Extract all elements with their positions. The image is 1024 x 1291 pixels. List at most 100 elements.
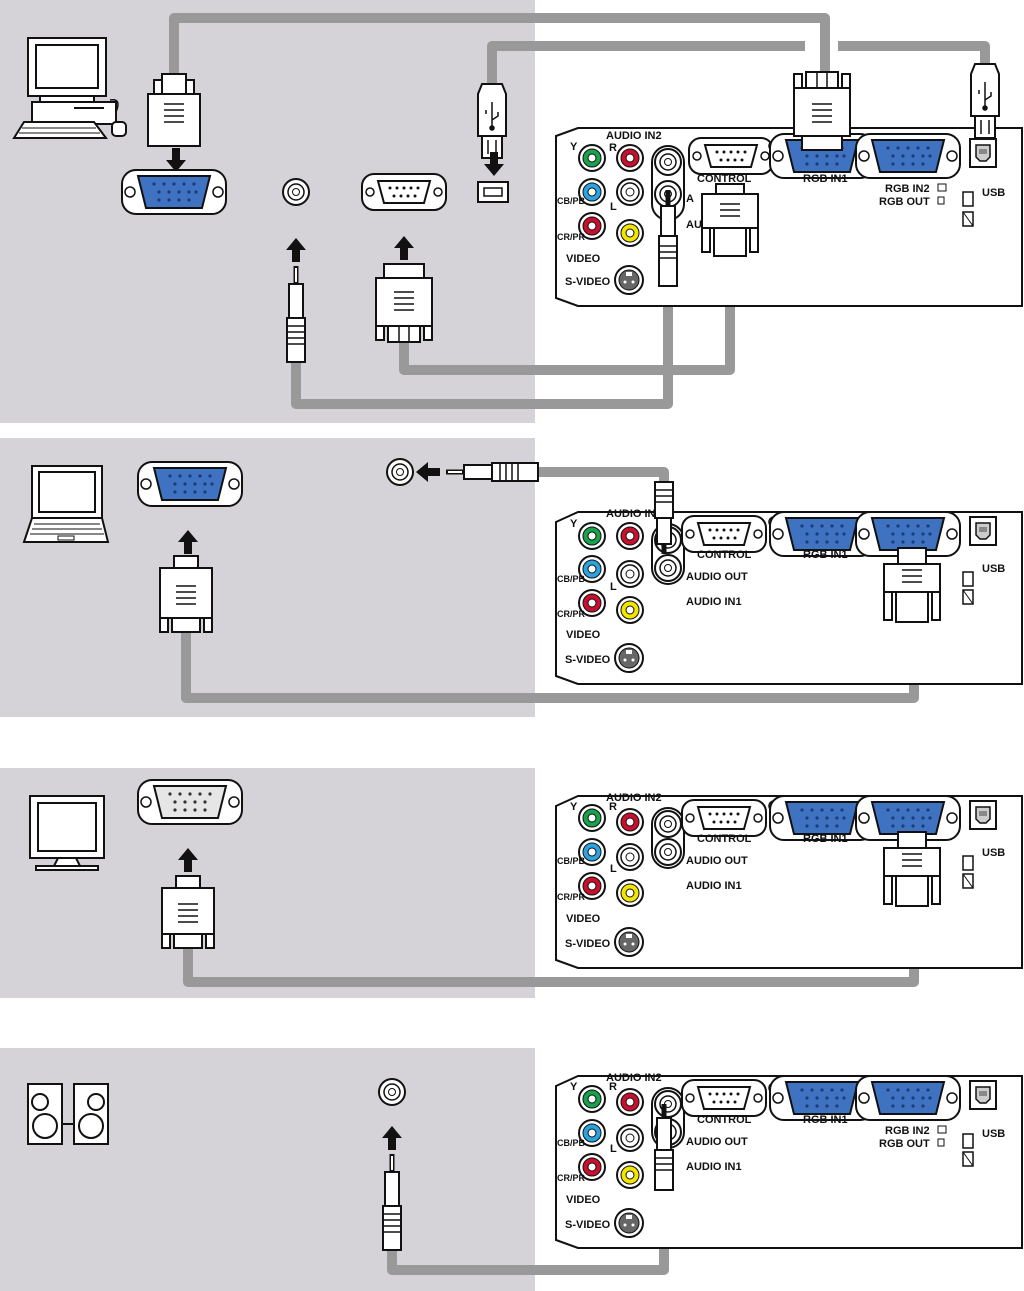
label-rgb-in1: RGB IN1 — [803, 833, 848, 845]
label-audio-in2: AUDIO IN2 — [606, 130, 662, 142]
rgb-in1-plug-icon — [794, 72, 850, 150]
section-laptop: AUDIO IN2 Y CB/PB L CR/PR VIDEO S-VIDEO … — [22, 458, 1023, 703]
label-l: L — [610, 863, 617, 875]
label-cr-pr: CR/PR — [557, 1173, 586, 1183]
label-y: Y — [570, 1081, 578, 1093]
label-audio-in2: AUDIO IN2 — [606, 1072, 662, 1084]
label-video: VIDEO — [566, 629, 601, 641]
label-rgb-in2: RGB IN2 — [885, 1125, 930, 1137]
laptop-audio-port — [386, 458, 414, 486]
rgb-in2-port — [856, 1076, 960, 1120]
label-s-video: S-VIDEO — [565, 1219, 611, 1231]
rgb-in2-port — [856, 134, 960, 178]
label-audio-in1: AUDIO IN1 — [686, 1161, 742, 1173]
label-video: VIDEO — [566, 913, 601, 925]
label-audio-out: AUDIO OUT — [686, 855, 748, 867]
label-l: L — [610, 201, 617, 213]
audio-out-cable — [530, 467, 669, 490]
label-audio-in1: AUDIO IN1 — [686, 880, 742, 892]
jack-audio-r-red — [616, 808, 644, 836]
label-s-video: S-VIDEO — [565, 276, 611, 288]
label-y: Y — [570, 518, 578, 530]
label-usb: USB — [982, 187, 1005, 199]
audio-out-plug-icon — [654, 1104, 674, 1191]
jack-y-green — [578, 804, 606, 832]
label-usb: USB — [982, 847, 1005, 859]
label-r: R — [609, 142, 617, 154]
jack-audio-out — [654, 1090, 682, 1118]
jack-audio-r-red — [616, 1088, 644, 1116]
label-rgb-in2: RGB IN2 — [885, 183, 930, 195]
usb-cable — [487, 41, 805, 88]
label-control: CONTROL — [697, 1114, 752, 1126]
label-audio-in2: AUDIO IN2 — [606, 792, 662, 804]
device-panels — [0, 0, 535, 1291]
jack-audio-out — [654, 810, 682, 838]
monitor-icon — [29, 795, 105, 871]
control-port — [681, 1079, 767, 1117]
computer-vga-plug — [147, 73, 201, 147]
label-r: R — [609, 1081, 617, 1093]
label-audio-truncated-a: A — [686, 193, 694, 205]
jack-audio-in1 — [654, 838, 682, 866]
jack-audio-in1 — [654, 554, 682, 582]
label-rgb-out: RGB OUT — [879, 1138, 930, 1150]
label-s-video: S-VIDEO — [565, 654, 611, 666]
speakers-icon — [27, 1083, 109, 1145]
label-y: Y — [570, 801, 578, 813]
section-computer: AUDIO IN2 Y R CB/PB L CR/PR VIDEO S-VIDE… — [12, 13, 1023, 409]
label-video: VIDEO — [566, 1194, 601, 1206]
label-rgb-in1: RGB IN1 — [803, 173, 848, 185]
jack-s-video — [614, 1208, 644, 1238]
label-cb-pb: CB/PB — [557, 574, 586, 584]
usb-plug-projector-icon — [970, 63, 1000, 139]
jack-audio-out — [654, 148, 682, 176]
label-audio-out: AUDIO OUT — [686, 571, 748, 583]
label-rgb-in1: RGB IN1 — [803, 549, 848, 561]
computer-control-port — [361, 173, 447, 211]
label-usb: USB — [982, 563, 1005, 575]
label-cr-pr: CR/PR — [557, 232, 586, 242]
computer-audio-port — [282, 178, 310, 206]
jack-s-video — [614, 265, 644, 295]
label-control: CONTROL — [697, 549, 752, 561]
jack-audio-l-white — [616, 1124, 644, 1152]
usb-b-port — [969, 1080, 997, 1110]
projector-panel-4: AUDIO IN2 Y R CB/PB L CR/PR VIDEO S-VIDE… — [555, 1072, 1023, 1249]
label-control: CONTROL — [697, 173, 752, 185]
jack-s-video — [614, 927, 644, 957]
label-usb: USB — [982, 1128, 1005, 1140]
jack-audio-l-white — [616, 843, 644, 871]
mini-plug-horizontal-icon — [446, 462, 539, 482]
jack-video-yellow — [616, 879, 644, 907]
usb-cable-right — [838, 41, 990, 68]
label-audio-in1: AUDIO IN1 — [686, 596, 742, 608]
label-cb-pb: CB/PB — [557, 856, 586, 866]
label-s-video: S-VIDEO — [565, 938, 611, 950]
computer-usb-port — [477, 181, 509, 203]
label-cr-pr: CR/PR — [557, 609, 586, 619]
label-l: L — [610, 1143, 617, 1155]
usb-plug-icon — [477, 83, 507, 159]
projector-panel-1: AUDIO IN2 Y R CB/PB L CR/PR VIDEO S-VIDE… — [555, 127, 1023, 307]
label-rgb-out: RGB OUT — [879, 196, 930, 208]
rgb-in2-plug-icon — [883, 547, 941, 623]
label-audio-out: AUDIO OUT — [686, 1136, 748, 1148]
jack-audio-r-red — [616, 144, 644, 172]
label-cb-pb: CB/PB — [557, 1138, 586, 1148]
label-r: R — [609, 801, 617, 813]
section-speakers: AUDIO IN2 Y R CB/PB L CR/PR VIDEO S-VIDE… — [27, 1072, 1023, 1275]
label-rgb-in1: RGB IN1 — [803, 1114, 848, 1126]
control-plug-projector-icon — [701, 183, 759, 257]
label-cb-pb: CB/PB — [557, 196, 586, 206]
desktop-computer-icon — [12, 37, 127, 139]
jack-s-video — [614, 643, 644, 673]
speaker-audio-port — [378, 1078, 406, 1106]
jack-audio-l-white — [616, 560, 644, 588]
rgb-out-plug-icon — [883, 831, 941, 907]
jack-y-green — [578, 1085, 606, 1113]
projector-panel-2: AUDIO IN2 Y CB/PB L CR/PR VIDEO S-VIDEO … — [555, 508, 1023, 685]
jack-y-green — [578, 522, 606, 550]
laptop-vga-plug-icon — [159, 555, 213, 633]
control-port — [688, 137, 774, 175]
